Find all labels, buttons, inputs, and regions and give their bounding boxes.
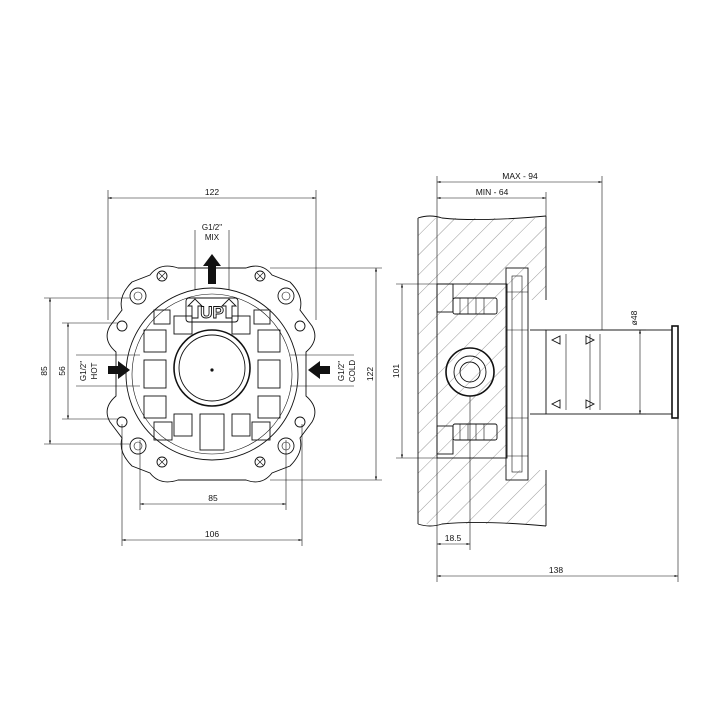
dim-outlet-diameter: ø48 xyxy=(600,310,646,415)
outlet-sleeve xyxy=(530,325,679,419)
dim-inlet-offset: 18.5 xyxy=(436,396,471,550)
hot-label: HOT xyxy=(90,362,99,379)
valve-bore xyxy=(173,329,251,407)
dim-body-height: 101 xyxy=(391,283,437,459)
side-view: MAX - 94 MIN - 64 101 ø48 18.5 xyxy=(391,171,679,582)
dim-bottom-outer-width-text: 106 xyxy=(205,529,219,539)
dim-bottom-inner-width-text: 85 xyxy=(208,493,218,503)
dim-left-outer-height-text: 85 xyxy=(39,366,49,376)
dim-max-depth: MAX - 94 xyxy=(436,171,603,330)
wall-section xyxy=(417,215,547,527)
cold-inlet: G1/2" COLD xyxy=(290,354,357,387)
mounting-plate xyxy=(106,265,316,483)
hot-inlet: G1/2" HOT xyxy=(76,354,140,387)
dim-left-inner-height-text: 56 xyxy=(57,366,67,376)
cold-thread-label: G1/2" xyxy=(337,361,346,381)
dim-overall-width: 122 xyxy=(107,187,317,320)
dim-max-depth-text: MAX - 94 xyxy=(502,171,538,181)
dim-overall-height-text: 122 xyxy=(365,367,375,381)
dim-body-height-text: 101 xyxy=(391,364,401,378)
hot-arrow-icon xyxy=(108,361,130,379)
dim-left-outer-height: 85 xyxy=(39,297,130,445)
front-view: UP G1/2" MIX G1/2" HOT G1/2" COLD xyxy=(39,187,382,546)
dim-overall-length: 138 xyxy=(436,418,679,582)
mix-arrow-icon xyxy=(203,254,221,284)
valve-body xyxy=(436,283,508,459)
cold-label: COLD xyxy=(348,360,357,382)
dim-bottom-inner-width: 85 xyxy=(139,440,287,510)
mix-outlet: G1/2" MIX xyxy=(194,223,230,290)
ribbed-grid xyxy=(143,309,281,451)
dim-outlet-diameter-text: ø48 xyxy=(629,310,639,325)
mix-label: MIX xyxy=(205,233,220,242)
dim-left-inner-height: 56 xyxy=(57,322,118,420)
dim-overall-height: 122 xyxy=(270,267,382,481)
hot-thread-label: G1/2" xyxy=(79,361,88,381)
cold-arrow-icon xyxy=(308,361,330,379)
dim-overall-width-text: 122 xyxy=(205,187,219,197)
up-text: UP xyxy=(200,303,224,322)
up-marking: UP xyxy=(185,297,239,323)
dim-min-depth: MIN - 64 xyxy=(437,187,547,216)
mix-thread-label: G1/2" xyxy=(202,223,222,232)
dim-inlet-offset-text: 18.5 xyxy=(445,533,462,543)
dim-overall-length-text: 138 xyxy=(549,565,563,575)
flange-plate xyxy=(505,267,529,481)
dim-bottom-outer-width: 106 xyxy=(121,424,303,546)
screws xyxy=(156,270,266,468)
dim-min-depth-text: MIN - 64 xyxy=(476,187,509,197)
